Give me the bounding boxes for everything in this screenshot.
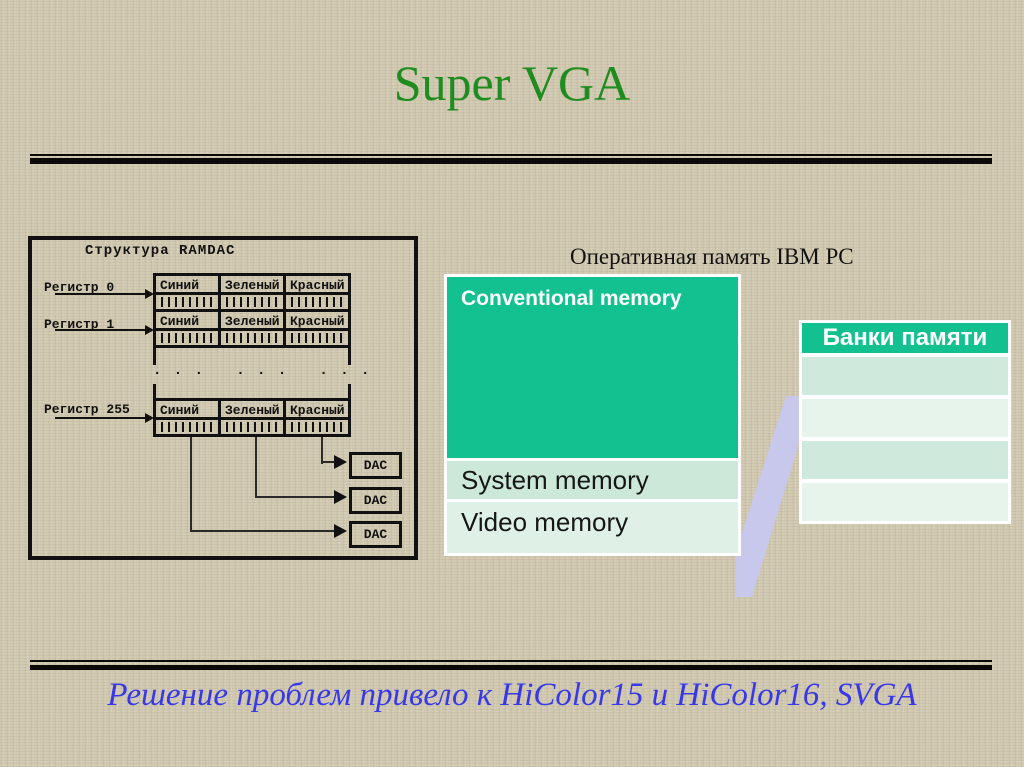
- bit-ticks: [226, 333, 278, 343]
- register-0-arrow-line: [55, 293, 145, 295]
- bit-ticks: [291, 297, 343, 307]
- bank-row: [802, 483, 1008, 521]
- slide-title: Super VGA: [393, 55, 631, 111]
- conventional-memory-block: Conventional memory: [447, 277, 738, 458]
- ramdac-title: Структура RAMDAC: [85, 243, 236, 259]
- bottom-divider-thin: [30, 660, 992, 662]
- register-255-label: Регистр 255: [44, 402, 130, 417]
- bit-cell: [153, 417, 221, 437]
- video-memory-to-banks-connector: [735, 396, 803, 597]
- bottom-divider-thick: [30, 665, 992, 670]
- bit-ticks: [291, 422, 343, 432]
- bit-cell: [218, 328, 286, 348]
- register-255-arrow-line: [55, 417, 145, 419]
- bit-ticks: [161, 297, 213, 307]
- register-0-arrow-head-icon: [145, 289, 154, 299]
- register-1-arrow-head-icon: [145, 325, 154, 335]
- register-255-bits-row: [153, 417, 351, 437]
- register-255-arrow-head-icon: [145, 413, 154, 423]
- bit-ticks: [161, 333, 213, 343]
- bank-row: [802, 441, 1008, 479]
- dac-box-green: DAC: [349, 487, 402, 514]
- register-1-label: Регистр 1: [44, 317, 115, 332]
- table-side-stub: [153, 384, 351, 398]
- bit-ticks: [291, 333, 343, 343]
- dac-box-red: DAC: [349, 452, 402, 479]
- system-memory-block: System memory: [447, 461, 738, 499]
- bit-ticks: [226, 297, 278, 307]
- memory-map-title: Оперативная память IBM PC: [570, 244, 854, 269]
- register-0-label: Регистр 0: [44, 280, 115, 295]
- green-channel-wire: [255, 496, 335, 498]
- registers-ellipsis: · · · · · · · · ·: [153, 366, 372, 382]
- dac-box-blue: DAC: [349, 521, 402, 548]
- register-table-upper: Синий Зеленый Красный Синий Зеленый Крас…: [153, 273, 351, 365]
- blue-channel-wire: [190, 437, 192, 532]
- bit-cell: [283, 328, 351, 348]
- memory-map-stack: Conventional memory System memory Video …: [444, 274, 741, 556]
- table-side-stub: [153, 348, 351, 365]
- register-table-lower: Синий Зеленый Красный: [153, 384, 351, 437]
- ramdac-panel: [28, 236, 418, 560]
- red-channel-wire: [321, 461, 335, 463]
- top-divider-thin: [30, 154, 992, 156]
- bit-ticks: [226, 422, 278, 432]
- green-channel-wire: [255, 437, 257, 498]
- bit-cell: [218, 417, 286, 437]
- dac-arrow-head-icon: [334, 490, 347, 504]
- bit-cell: [283, 417, 351, 437]
- register-1-bits-row: [153, 328, 351, 348]
- memory-banks-table: Банки памяти: [799, 320, 1011, 524]
- blue-channel-wire: [190, 530, 335, 532]
- video-memory-block: Video memory: [447, 502, 738, 553]
- dac-arrow-head-icon: [334, 524, 347, 538]
- bank-row: [802, 399, 1008, 437]
- bank-row: [802, 357, 1008, 395]
- register-1-arrow-line: [55, 329, 145, 331]
- bit-cell: [153, 328, 221, 348]
- dac-arrow-head-icon: [334, 455, 347, 469]
- red-channel-wire: [321, 437, 323, 464]
- memory-banks-header: Банки памяти: [802, 323, 1008, 353]
- bit-ticks: [161, 422, 213, 432]
- top-divider-thick: [30, 158, 992, 164]
- slide-footer-text: Решение проблем привело к HiColor15 и Hi…: [107, 677, 917, 713]
